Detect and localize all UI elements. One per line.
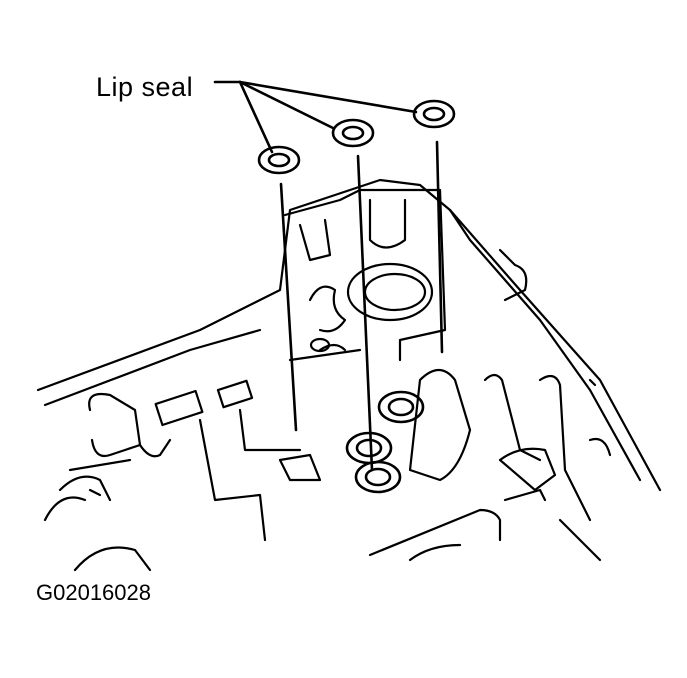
- lip-seal-rings: [257, 99, 456, 175]
- lip-seal-callout-label: Lip seal: [96, 72, 194, 102]
- housing-outline: [36, 178, 662, 572]
- seal-drop-lines: [279, 140, 444, 472]
- callout-leaders: [213, 80, 418, 154]
- figure-id-label: G02016028: [36, 580, 151, 605]
- seal-seats: [345, 390, 425, 494]
